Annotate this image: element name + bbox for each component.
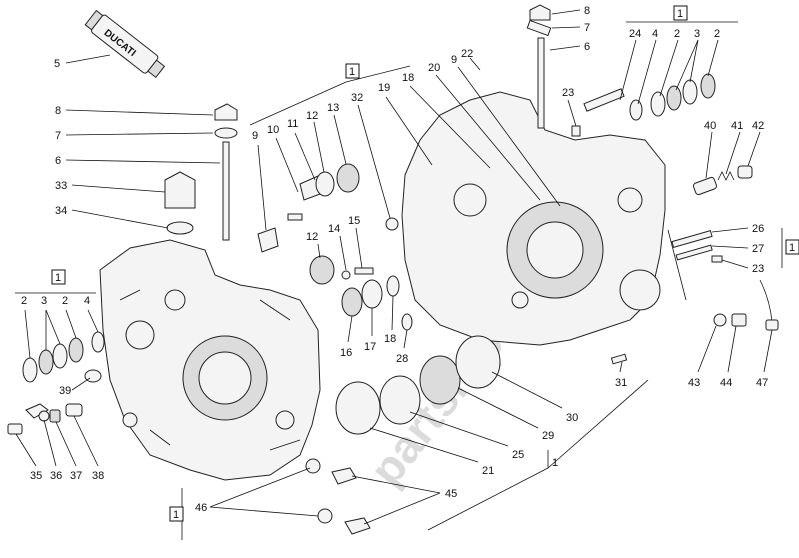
label-43: 43 [688, 377, 700, 389]
ref-label-middle: 1 [349, 66, 355, 78]
label-13: 13 [327, 102, 339, 114]
label-30: 30 [566, 412, 578, 424]
ref-box-left [51, 269, 66, 285]
label-9-middle: 9 [252, 130, 258, 142]
label-2-left-a: 2 [21, 295, 27, 307]
label-32: 32 [351, 92, 363, 104]
right-crankcase-half [401, 91, 666, 346]
ref-label-bottom: 1 [173, 509, 179, 521]
label-33: 33 [55, 180, 67, 192]
ref-box-middle [345, 63, 360, 79]
label-10: 10 [267, 124, 279, 136]
label-3-right: 3 [694, 28, 700, 40]
label-2-left-b: 2 [62, 295, 68, 307]
part-number-labels: 5 8 7 6 33 34 1 2 3 2 4 39 35 36 37 38 1… [21, 5, 795, 521]
label-46: 46 [195, 502, 207, 514]
ref-label-top-right: 1 [677, 8, 683, 20]
label-21: 21 [482, 465, 494, 477]
right-stud-assembly [526, 4, 552, 129]
small-fasteners-left [7, 403, 83, 435]
label-2-right-a: 2 [674, 28, 680, 40]
label-24: 24 [629, 28, 641, 40]
label-7-left: 7 [55, 130, 61, 142]
label-4-left: 4 [84, 295, 90, 307]
label-14: 14 [328, 223, 340, 235]
label-22: 22 [461, 48, 473, 60]
ref-box-right [785, 239, 799, 255]
dowels-and-pins [571, 125, 723, 365]
label-36: 36 [50, 470, 62, 482]
ref-label-left: 1 [55, 272, 61, 284]
label-25: 25 [512, 449, 524, 461]
label-2-right-b: 2 [714, 28, 720, 40]
label-12-bottom: 12 [306, 231, 318, 243]
label-6-left: 6 [55, 155, 61, 167]
label-8-left: 8 [55, 105, 61, 117]
label-26: 26 [752, 223, 764, 235]
left-bearing-set [22, 331, 105, 383]
drain-plugs [305, 458, 371, 535]
sealant-tube: DUCATI [84, 9, 166, 79]
left-crankcase-half [99, 239, 321, 481]
label-23-right: 23 [752, 263, 764, 275]
label-11: 11 [287, 118, 298, 130]
label-28: 28 [396, 353, 408, 365]
label-19: 19 [378, 82, 390, 94]
label-7-right: 7 [584, 22, 590, 34]
label-47: 47 [756, 377, 768, 389]
label-16: 16 [340, 347, 352, 359]
ref-box-top-right [673, 5, 688, 21]
label-41: 41 [731, 120, 743, 132]
label-29: 29 [542, 430, 554, 442]
left-stud-assembly [164, 103, 238, 241]
label-27: 27 [752, 243, 764, 255]
shaft-bearings [309, 255, 413, 331]
label-44: 44 [720, 377, 732, 389]
detent-assembly [692, 165, 753, 196]
label-20: 20 [428, 62, 440, 74]
label-35: 35 [30, 470, 42, 482]
label-18-bottom: 18 [384, 333, 396, 345]
label-9-top: 9 [451, 54, 457, 66]
label-23-top: 23 [562, 87, 574, 99]
label-17: 17 [364, 341, 376, 353]
label-15: 15 [348, 215, 360, 227]
label-6-right: 6 [584, 41, 590, 53]
assembly-ref-boxes [51, 5, 799, 522]
label-39: 39 [59, 385, 71, 397]
label-34: 34 [55, 205, 67, 217]
label-31: 31 [615, 377, 627, 389]
label-12-top: 12 [306, 110, 318, 122]
label-4-right: 4 [652, 28, 658, 40]
label-18-top: 18 [402, 72, 414, 84]
main-bearings [335, 335, 501, 435]
label-38: 38 [92, 470, 104, 482]
right-top-bearings [583, 73, 716, 121]
label-37: 37 [70, 470, 82, 482]
oil-fittings [713, 279, 779, 331]
middle-bearings [257, 163, 399, 253]
label-40: 40 [704, 120, 716, 132]
label-45: 45 [445, 488, 457, 500]
leader-lines [15, 9, 783, 540]
label-8-right: 8 [584, 5, 590, 17]
label-3-left: 3 [41, 295, 47, 307]
ref-box-bottom [169, 506, 184, 522]
label-5: 5 [54, 58, 60, 70]
label-42: 42 [752, 120, 764, 132]
label-1-bottom: 1 [552, 457, 558, 469]
ref-label-right: 1 [789, 242, 795, 254]
